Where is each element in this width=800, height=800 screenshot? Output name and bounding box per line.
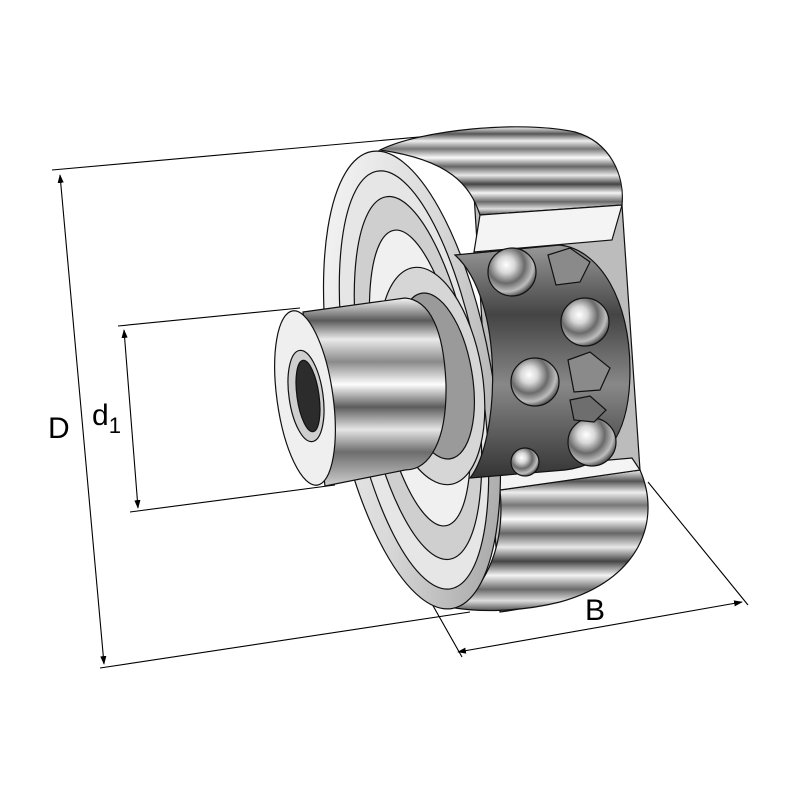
cage-pocket-2 (567, 351, 611, 393)
ball-3 (510, 357, 560, 407)
label-d1: d1 (92, 399, 121, 438)
d-extension-bottom (99, 611, 471, 669)
cage-pocket-1 (547, 247, 591, 286)
label-d: D (48, 412, 70, 445)
d1-extension-bottom (129, 484, 336, 513)
d-dimension-line (57, 174, 107, 665)
outer-ring-tread-top (378, 126, 623, 216)
outer-ring-tread-bottom (453, 469, 649, 612)
outer-ring-cut-top (473, 204, 623, 253)
cage-pocket-3 (569, 395, 607, 423)
d1-extension-top (117, 307, 301, 327)
shaft-bore (295, 359, 321, 433)
label-d1-subscript: 1 (109, 413, 121, 438)
label-b: B (585, 594, 605, 627)
label-d1-letter: d (92, 399, 109, 432)
ball-5 (510, 447, 540, 477)
track-roller-bearing (274, 126, 649, 613)
ball-1 (487, 247, 537, 297)
dimension-labels: D d1 B (48, 399, 605, 627)
ball-4 (567, 417, 617, 467)
ball-2 (560, 297, 610, 347)
b-dimension-line (457, 600, 743, 654)
shaft-body (302, 297, 447, 487)
b-extension-right (647, 481, 749, 606)
d1-dimension-line (121, 329, 141, 509)
